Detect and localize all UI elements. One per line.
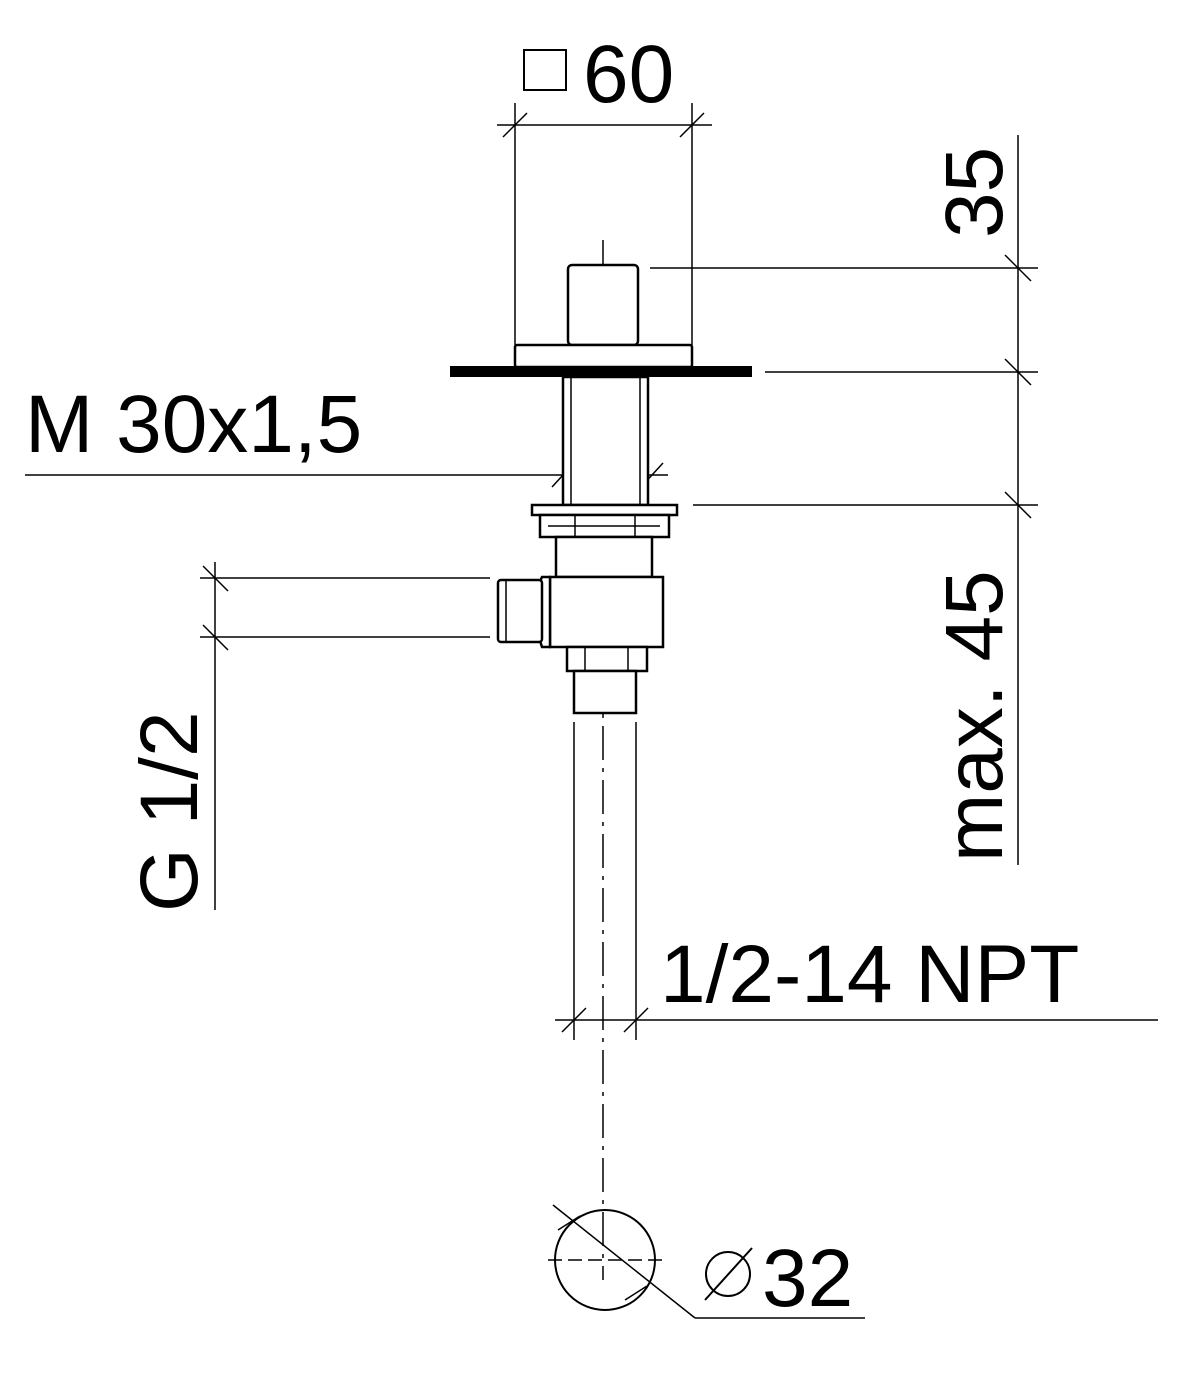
npt-dimension: 1/2-14 NPT	[555, 929, 1158, 1033]
valve-housing	[548, 575, 665, 649]
npt-label: 1/2-14 NPT	[660, 929, 1079, 1020]
valve-assembly	[450, 263, 752, 1040]
square-symbol	[523, 49, 567, 91]
washer	[530, 503, 679, 517]
width-dimension: 60	[497, 29, 712, 345]
diameter-symbol	[704, 1247, 753, 1301]
outlet-nipple	[496, 578, 544, 644]
max-depth-label: max. 45	[929, 570, 1020, 862]
lower-shank	[554, 535, 654, 579]
mounting-surface	[450, 366, 752, 377]
square-width-label: 60	[583, 29, 674, 120]
thread-dimension: M 30x1,5	[25, 379, 668, 488]
thread-label: M 30x1,5	[25, 379, 362, 470]
rosette	[513, 343, 694, 369]
valve-knob	[566, 263, 640, 347]
right-height-dimensions: 35 max. 45	[650, 135, 1038, 865]
npt-connector	[572, 669, 638, 715]
threaded-shank	[561, 375, 650, 507]
connection-label: G 1/2	[124, 711, 215, 912]
hole-dimension: 32	[548, 1204, 865, 1324]
connection-dimension: G 1/2	[124, 562, 490, 912]
top-height-label: 35	[929, 147, 1020, 238]
bottom-nut	[565, 645, 649, 673]
hole-diameter-label: 32	[762, 1233, 853, 1324]
